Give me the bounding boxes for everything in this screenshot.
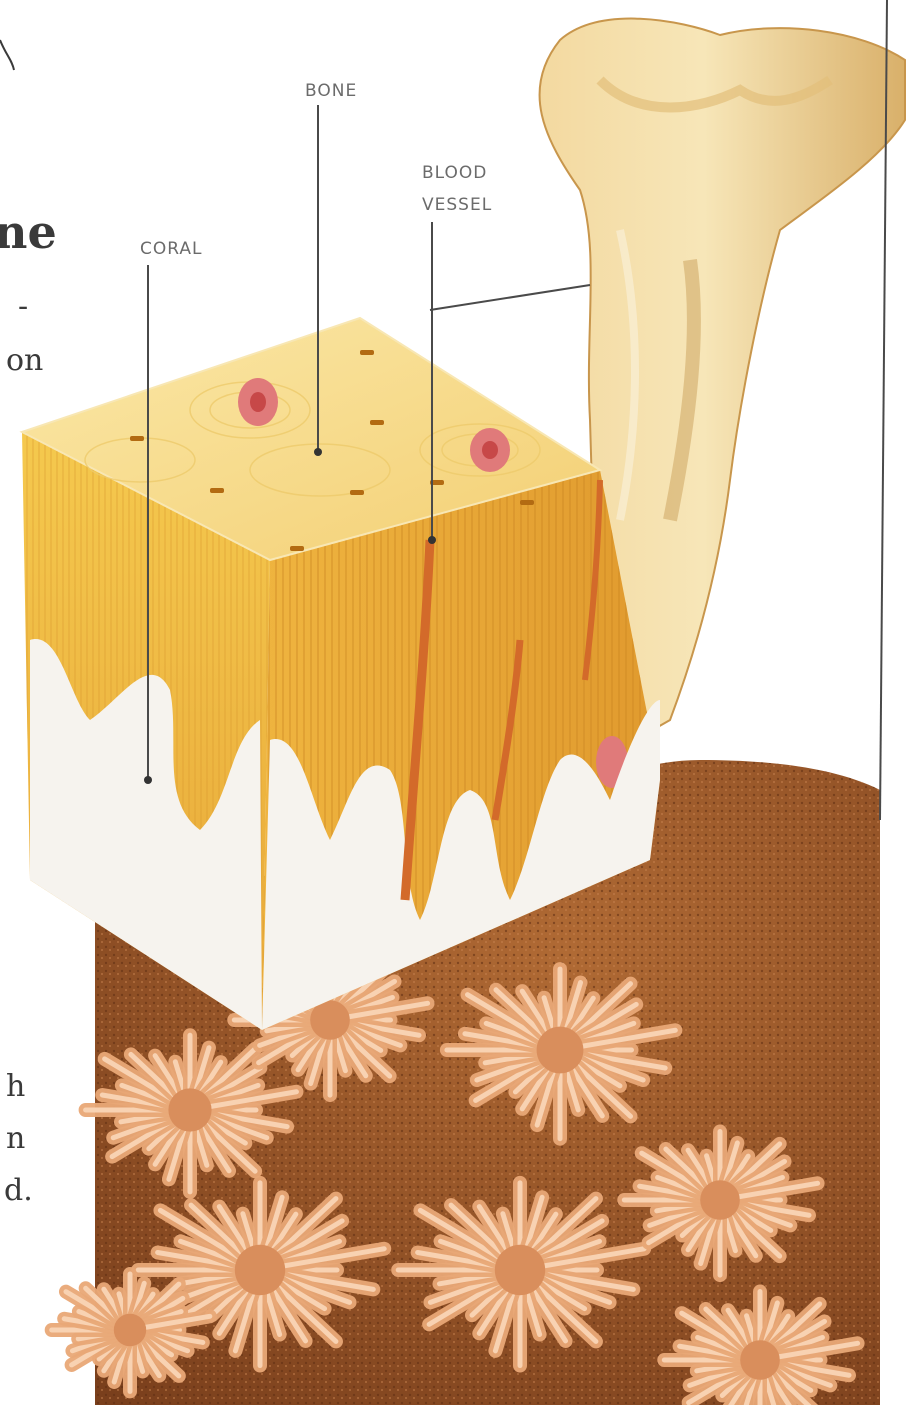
bone-label: BONE (305, 81, 357, 101)
cut-text-h: h (6, 1069, 25, 1104)
cut-text-n: n (6, 1121, 25, 1156)
cut-text-mark-top (0, 40, 14, 70)
cut-text-d: d. (4, 1173, 33, 1208)
blood-vessel-label-line1: BLOOD (422, 163, 487, 183)
coral-label: CORAL (140, 239, 202, 259)
cut-text-dash: - (18, 289, 28, 324)
cut-heading-fragment: ne (0, 205, 57, 259)
blood-vessel-label-line2: VESSEL (422, 195, 492, 215)
cut-text-on: on (6, 343, 43, 378)
